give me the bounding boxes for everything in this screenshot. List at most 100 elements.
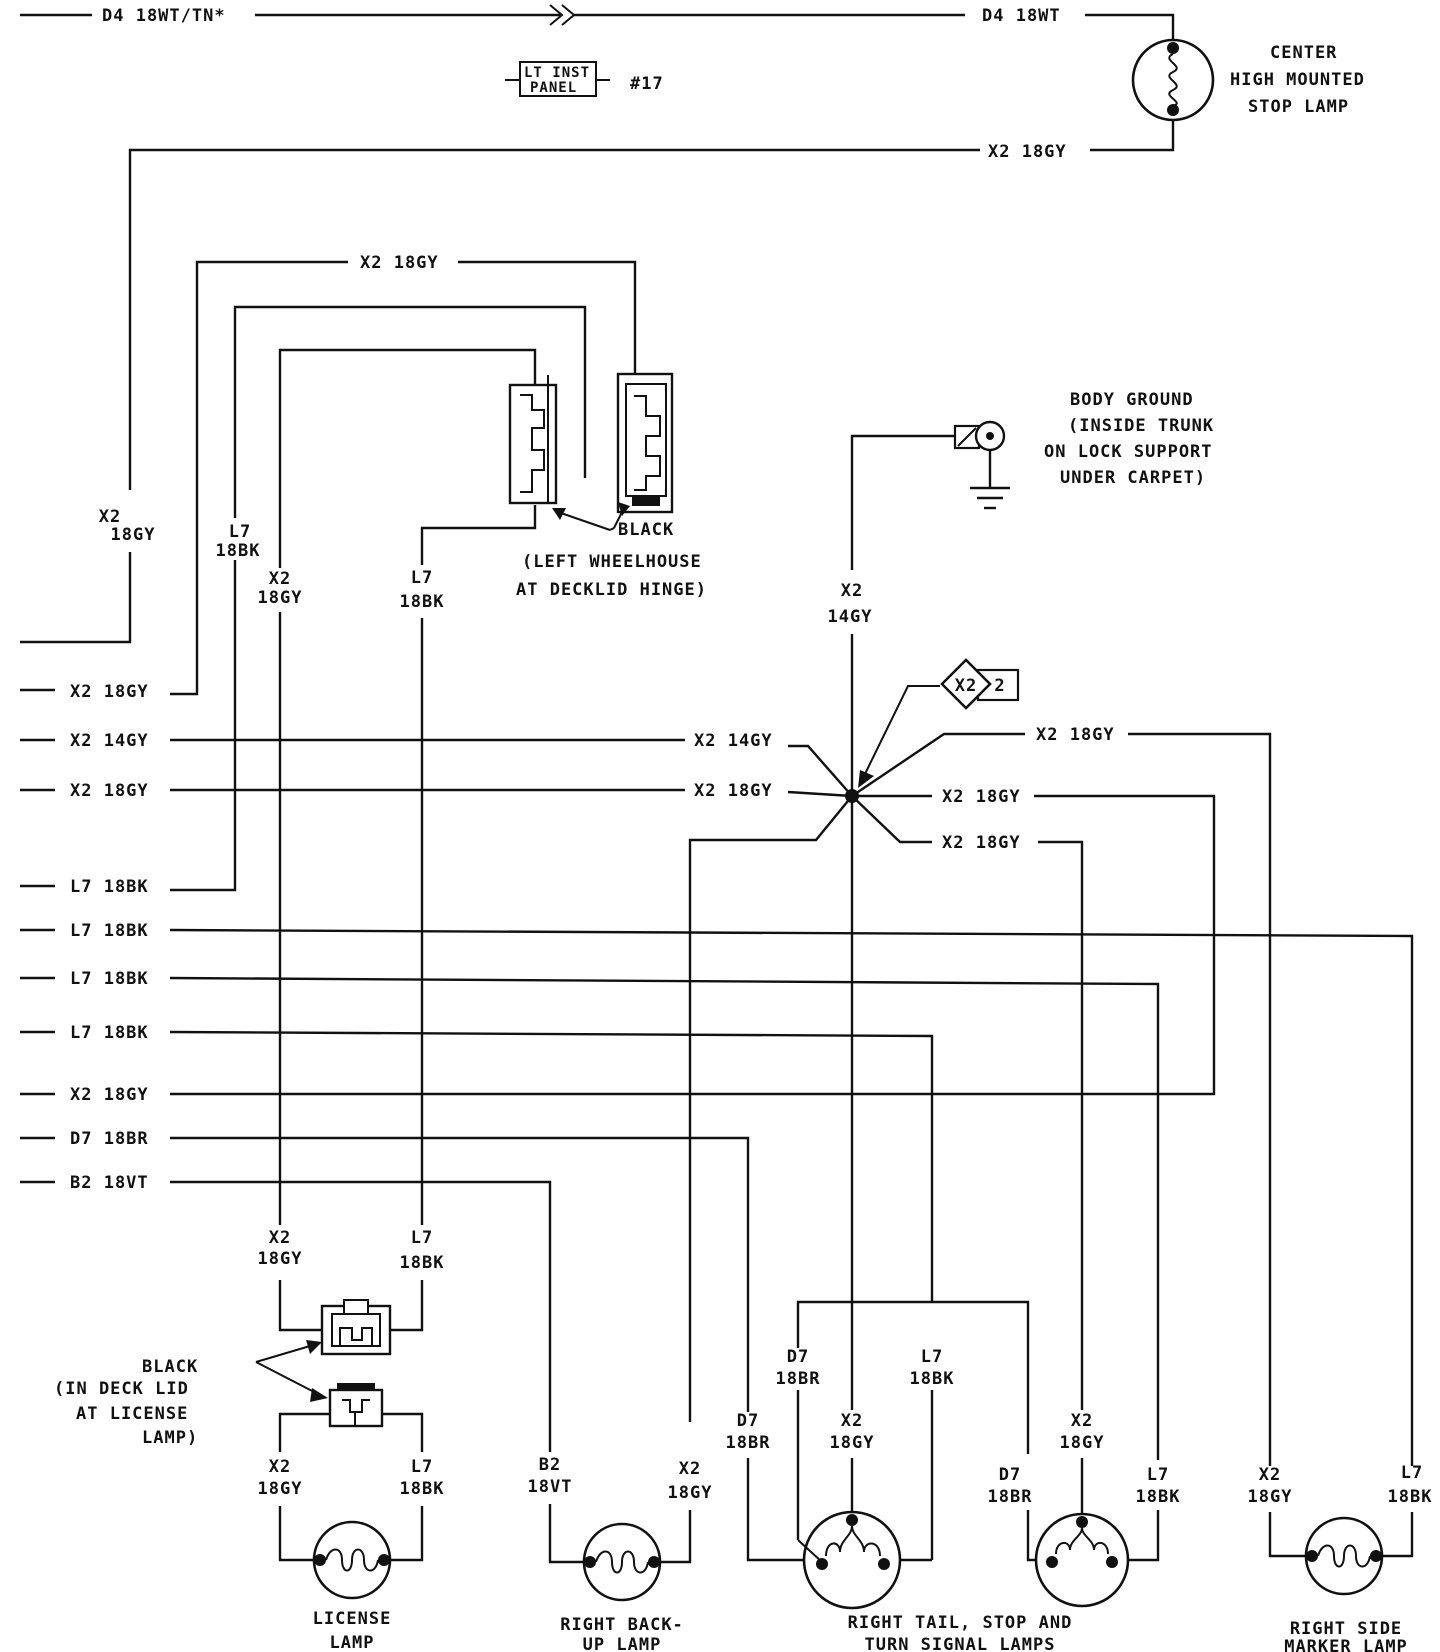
tail-upper-d7-label: D7: [787, 1347, 809, 1367]
hub-label-x2-18gy-r3: X2 18GY: [942, 833, 1021, 853]
left-wire-labels: X2 18GY X2 14GY X2 18GY L7 18BK L7 18BK …: [20, 682, 149, 1193]
marker-lamp-section: X2 18GY L7 18BK RIGHT SIDE MARKER LAMP: [1248, 1463, 1432, 1652]
left-wire-label-2: X2 14GY: [70, 731, 149, 751]
left-wire-label-1: X2 18GY: [70, 682, 149, 702]
hub-label-x2-18gy-r2: X2 18GY: [942, 787, 1021, 807]
inst-panel-label-line1: LT INST: [524, 65, 590, 81]
chmsl-lamp: CENTER HIGH MOUNTED STOP LAMP: [1131, 38, 1365, 122]
wire-label-x2-18gy-wheelhouse: X2 18GY: [360, 253, 439, 273]
marker-18gy-label: 18GY: [1248, 1487, 1293, 1507]
license-lower-x2-label: X2: [269, 1457, 291, 1477]
tail-upper-l7-label: L7: [921, 1347, 943, 1367]
splice-hub: X2 14GY X2 18GY X2 18GY X2 18GY X2 18GY: [170, 725, 1272, 1466]
tail-lamp-section: D7 18BR L7 18BK D7 18BR X2 18GY X2 18GY …: [726, 1347, 1181, 1652]
wire-label-18bk-mid: 18BK: [400, 592, 445, 612]
backup-18gy-label: 18GY: [668, 1483, 713, 1503]
chmsl-label-line2: HIGH MOUNTED: [1230, 70, 1365, 90]
license-connector-loc1: (IN DECK LID: [54, 1379, 189, 1399]
tail-right-d7-label: D7: [999, 1465, 1021, 1485]
tail-d7-label: D7: [737, 1411, 759, 1431]
license-upper-18gy-label: 18GY: [258, 1249, 303, 1269]
hub-label-x2-18gy-r1: X2 18GY: [1036, 725, 1115, 745]
wheelhouse-location-line1: (LEFT WHEELHOUSE: [522, 552, 702, 572]
hub-label-x2-14gy: X2 14GY: [694, 731, 773, 751]
wire-label-18bk-left: 18BK: [216, 541, 261, 561]
backup-18vt-label: 18VT: [528, 1477, 573, 1497]
left-wire-label-3: X2 18GY: [70, 781, 149, 801]
splice-node-dot: [845, 789, 859, 803]
backup-b2-label: B2: [539, 1455, 561, 1475]
tail-upper-18br-label: 18BR: [776, 1369, 821, 1389]
license-lamp-section: X2 18GY L7 18BK BLACK (IN DECK LID AT LI…: [54, 1228, 445, 1652]
inst-panel-ref-number: #17: [630, 74, 664, 94]
wire-label-d4-18wt-tn: D4 18WT/TN*: [102, 6, 226, 26]
hub-label-x2-18gy-left: X2 18GY: [694, 781, 773, 801]
tail-right-18gy-label: 18GY: [1060, 1433, 1105, 1453]
backup-lamp-name2: UP LAMP: [583, 1635, 662, 1652]
tail-lamp-name2: TURN SIGNAL LAMPS: [865, 1635, 1056, 1652]
wheelhouse-wiring: X2 18GY X2 18GY L7 18BK X2 18GY L7 18BK: [99, 253, 637, 1225]
splice-number: 2: [994, 676, 1005, 696]
wheelhouse-connector: [508, 372, 674, 514]
marker-x2-label: X2: [1259, 1465, 1281, 1485]
left-wire-label-7: L7 18BK: [70, 1023, 149, 1043]
license-upper-18bk-label: 18BK: [400, 1253, 445, 1273]
wire-label-d4-18wt: D4 18WT: [982, 6, 1061, 26]
tail-18br-label: 18BR: [726, 1433, 771, 1453]
chmsl-label-line3: STOP LAMP: [1248, 97, 1349, 117]
wire-label-x2-left-a: X2: [99, 507, 121, 527]
tail-lamp-name1: RIGHT TAIL, STOP AND: [848, 1613, 1073, 1633]
tail-upper-18bk-label: 18BK: [910, 1369, 955, 1389]
chmsl-label-line1: CENTER: [1270, 43, 1337, 63]
left-wire-label-4: L7 18BK: [70, 877, 149, 897]
wire-label-18gy-mid: 18GY: [258, 588, 303, 608]
wire-label-l7-mid: L7: [411, 568, 433, 588]
ground-wire-label-x2: X2: [841, 581, 863, 601]
license-connector-color: BLACK: [142, 1357, 198, 1377]
backup-lamp-section: B2 18VT X2 18GY RIGHT BACK- UP LAMP: [528, 1455, 713, 1652]
backup-x2-label: X2: [679, 1459, 701, 1479]
left-wire-label-6: L7 18BK: [70, 969, 149, 989]
left-wire-label-8: X2 18GY: [70, 1085, 149, 1105]
license-upper-x2-label: X2: [269, 1228, 291, 1248]
tail-lamp-left-bulb-icon: [802, 1510, 902, 1610]
license-upper-l7-label: L7: [411, 1228, 433, 1248]
license-lower-18bk-label: 18BK: [400, 1479, 445, 1499]
left-wire-label-10: B2 18VT: [70, 1173, 149, 1193]
left-wire-label-5: L7 18BK: [70, 921, 149, 941]
marker-lamp-name1: RIGHT SIDE: [1290, 1619, 1402, 1639]
tail-18gy-label: 18GY: [830, 1433, 875, 1453]
wire-label-18gy-left-a: 18GY: [111, 525, 156, 545]
tail-lamp-right-bulb-icon: [1034, 1512, 1130, 1608]
splice-reference: X2 2: [858, 658, 1020, 788]
body-ground: BODY GROUND (INSIDE TRUNK ON LOCK SUPPOR…: [828, 390, 1214, 796]
license-connector-loc2: AT LICENSE: [76, 1404, 188, 1424]
ground-label-line4: UNDER CARPET): [1060, 468, 1206, 488]
marker-lamp-name2: MARKER LAMP: [1284, 1637, 1408, 1652]
backup-lamp-name1: RIGHT BACK-: [560, 1615, 684, 1635]
ground-label-line3: ON LOCK SUPPORT: [1044, 442, 1213, 462]
long-routes: [169, 928, 1414, 1560]
license-lower-18gy-label: 18GY: [258, 1479, 303, 1499]
license-connector-loc3: LAMP): [142, 1428, 198, 1448]
tail-right-x2-label: X2: [1071, 1411, 1093, 1431]
license-lamp-name1: LICENSE: [313, 1609, 392, 1629]
top-wiring: D4 18WT/TN* D4 18WT X2 18GY: [20, 4, 1175, 644]
splice-id: X2: [955, 676, 977, 696]
tail-right-l7-label: L7: [1147, 1465, 1169, 1485]
ground-label-line2: (INSIDE TRUNK: [1068, 416, 1214, 436]
ground-wire-label-14gy: 14GY: [828, 607, 873, 627]
tail-right-18br-label: 18BR: [988, 1487, 1033, 1507]
tail-right-18bk-label: 18BK: [1136, 1487, 1181, 1507]
tail-x2-label: X2: [841, 1411, 863, 1431]
wire-label-x2-mid: X2: [269, 569, 291, 589]
inst-panel-label-line2: PANEL: [530, 80, 577, 96]
left-wire-label-9: D7 18BR: [70, 1129, 149, 1149]
license-lower-l7-label: L7: [411, 1457, 433, 1477]
wheelhouse-callout: BLACK (LEFT WHEELHOUSE AT DECKLID HINGE): [516, 502, 706, 600]
marker-l7-label: L7: [1401, 1463, 1423, 1483]
connector-color-label: BLACK: [618, 520, 674, 540]
wire-label-l7-left: L7: [229, 522, 251, 542]
ground-label-line1: BODY GROUND: [1070, 390, 1194, 410]
